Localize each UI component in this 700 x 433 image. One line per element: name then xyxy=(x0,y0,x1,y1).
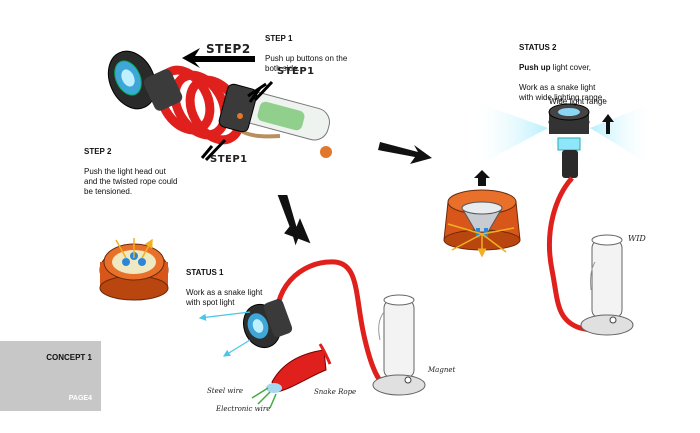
concept-box: CONCEPT 1 PAGE4 xyxy=(0,341,101,411)
wid-label: WID xyxy=(628,234,646,243)
concept-title: CONCEPT 1 xyxy=(46,353,92,362)
handwritten-step1-bottom: STEP1 xyxy=(210,154,248,165)
status1-title: STATUS 1 xyxy=(186,268,224,277)
step2-text: Push the light head out and the twisted … xyxy=(84,167,178,196)
step1-title: STEP 1 xyxy=(265,34,293,43)
step2-title: STEP 2 xyxy=(84,147,112,156)
step1-arrow-top xyxy=(247,80,274,103)
electronic-wire-label: Electronic wire xyxy=(216,405,271,413)
handwritten-step1-top: STEP1 xyxy=(277,66,315,77)
status2-block: STATUS 2 Push up light cover, Work as a … xyxy=(519,33,604,103)
assembly-sketch xyxy=(107,48,332,162)
status2-text: Work as a snake light with wide lighting… xyxy=(519,83,605,102)
status1-block: STATUS 1 Work as a snake light with spot… xyxy=(186,258,262,308)
status1-snake-light xyxy=(198,259,426,409)
status2-title: STATUS 2 xyxy=(519,43,557,52)
wide-light-label: Wide light range xyxy=(549,97,607,106)
page-label: PAGE4 xyxy=(68,395,92,402)
step1-text: Push up buttons on the both side. xyxy=(265,54,348,73)
step1-block: STEP 1 Push up buttons on the both side. xyxy=(265,24,347,74)
status1-text: Work as a snake light with spot light xyxy=(186,288,263,307)
arrow-to-status2 xyxy=(378,142,432,164)
status2-head-cover xyxy=(443,170,521,256)
snake-rope-label: Snake Rope xyxy=(314,388,357,396)
tube-body xyxy=(218,83,332,158)
arrow-to-status1 xyxy=(277,195,311,246)
step1-arrow-bottom xyxy=(200,138,227,162)
step2-block: STEP 2 Push the light head out and the t… xyxy=(84,137,177,197)
magnet-label: Magnet xyxy=(428,366,456,374)
status2-bold-prefix: Push up xyxy=(519,63,551,72)
status2-wide-light xyxy=(470,100,655,336)
status2-text-rest: light cover, xyxy=(550,63,592,72)
steel-wire-label: Steel wire xyxy=(207,387,244,395)
light-head-top xyxy=(107,50,183,111)
handwritten-step2: STEP2 xyxy=(206,42,251,56)
step2-arrow xyxy=(182,48,255,68)
status1-head-topview xyxy=(99,238,169,301)
